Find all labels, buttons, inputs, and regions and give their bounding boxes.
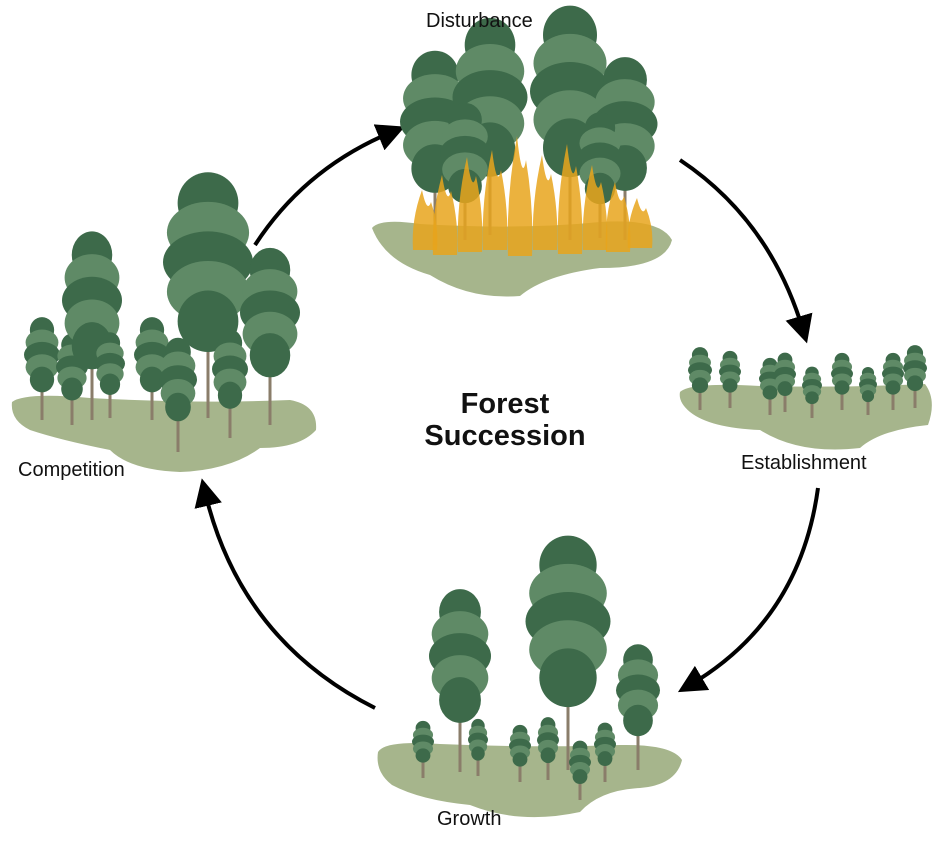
trees-competition-tree-5 [134, 317, 170, 420]
label-disturbance: Disturbance [426, 10, 533, 32]
title-line-2: Succession [424, 420, 586, 452]
title-line-1: Forest [460, 388, 550, 420]
flame-9 [605, 182, 631, 252]
trees-growth-tree-5 [537, 717, 559, 780]
trees-competition-tree-6 [159, 337, 197, 452]
trees-growth-tree-8 [594, 722, 616, 782]
arrow-growth-to-competition [194, 478, 376, 710]
trees-establishment-tree-1 [688, 347, 712, 410]
fire-illustration [412, 136, 653, 256]
flame-4 [482, 150, 508, 250]
trees-establishment-tree-9 [903, 345, 927, 408]
flame-5 [507, 136, 533, 256]
trees-competition-tree-1 [24, 317, 60, 420]
trees-growth-tree-7 [569, 740, 591, 800]
flame-10 [627, 198, 653, 248]
trees-growth-tree-2 [429, 589, 491, 772]
arrow-disturbance-to-establishment [678, 158, 813, 344]
trees-growth-tree-4 [509, 724, 531, 782]
tree-illustrations [24, 5, 927, 800]
label-growth: Growth [437, 808, 502, 830]
flame-8 [582, 165, 608, 250]
arrow-establishment-to-growth [677, 487, 820, 693]
trees-growth-tree-1 [412, 720, 434, 778]
trees-competition-tree-7 [163, 172, 253, 418]
trees-competition-tree-9 [240, 247, 300, 425]
flame-3 [457, 157, 483, 252]
flame-6 [532, 155, 558, 250]
ground-competition [11, 395, 317, 472]
trees-growth-tree-9 [616, 644, 660, 770]
trees-establishment-tree-5 [802, 366, 822, 418]
trees-establishment-tree-8 [882, 352, 904, 410]
trees-competition-tree-4 [95, 332, 125, 418]
label-establishment: Establishment [741, 452, 867, 474]
flame-2 [432, 175, 458, 255]
flame-1 [412, 190, 438, 250]
trees-establishment-tree-6 [831, 352, 853, 410]
trees-establishment-tree-2 [719, 350, 741, 408]
trees-establishment-tree-7 [859, 366, 877, 415]
flame-7 [557, 144, 583, 254]
trees-competition-tree-8 [212, 329, 248, 438]
trees-establishment-tree-4 [774, 352, 796, 412]
cycle-arrows [194, 124, 820, 710]
arrow-competition-to-disturbance [253, 124, 405, 247]
trees-growth-tree-3 [468, 718, 488, 776]
diagram-title: Forest Succession [380, 388, 630, 452]
trees-growth-tree-6 [525, 535, 611, 770]
label-competition: Competition [18, 459, 125, 481]
